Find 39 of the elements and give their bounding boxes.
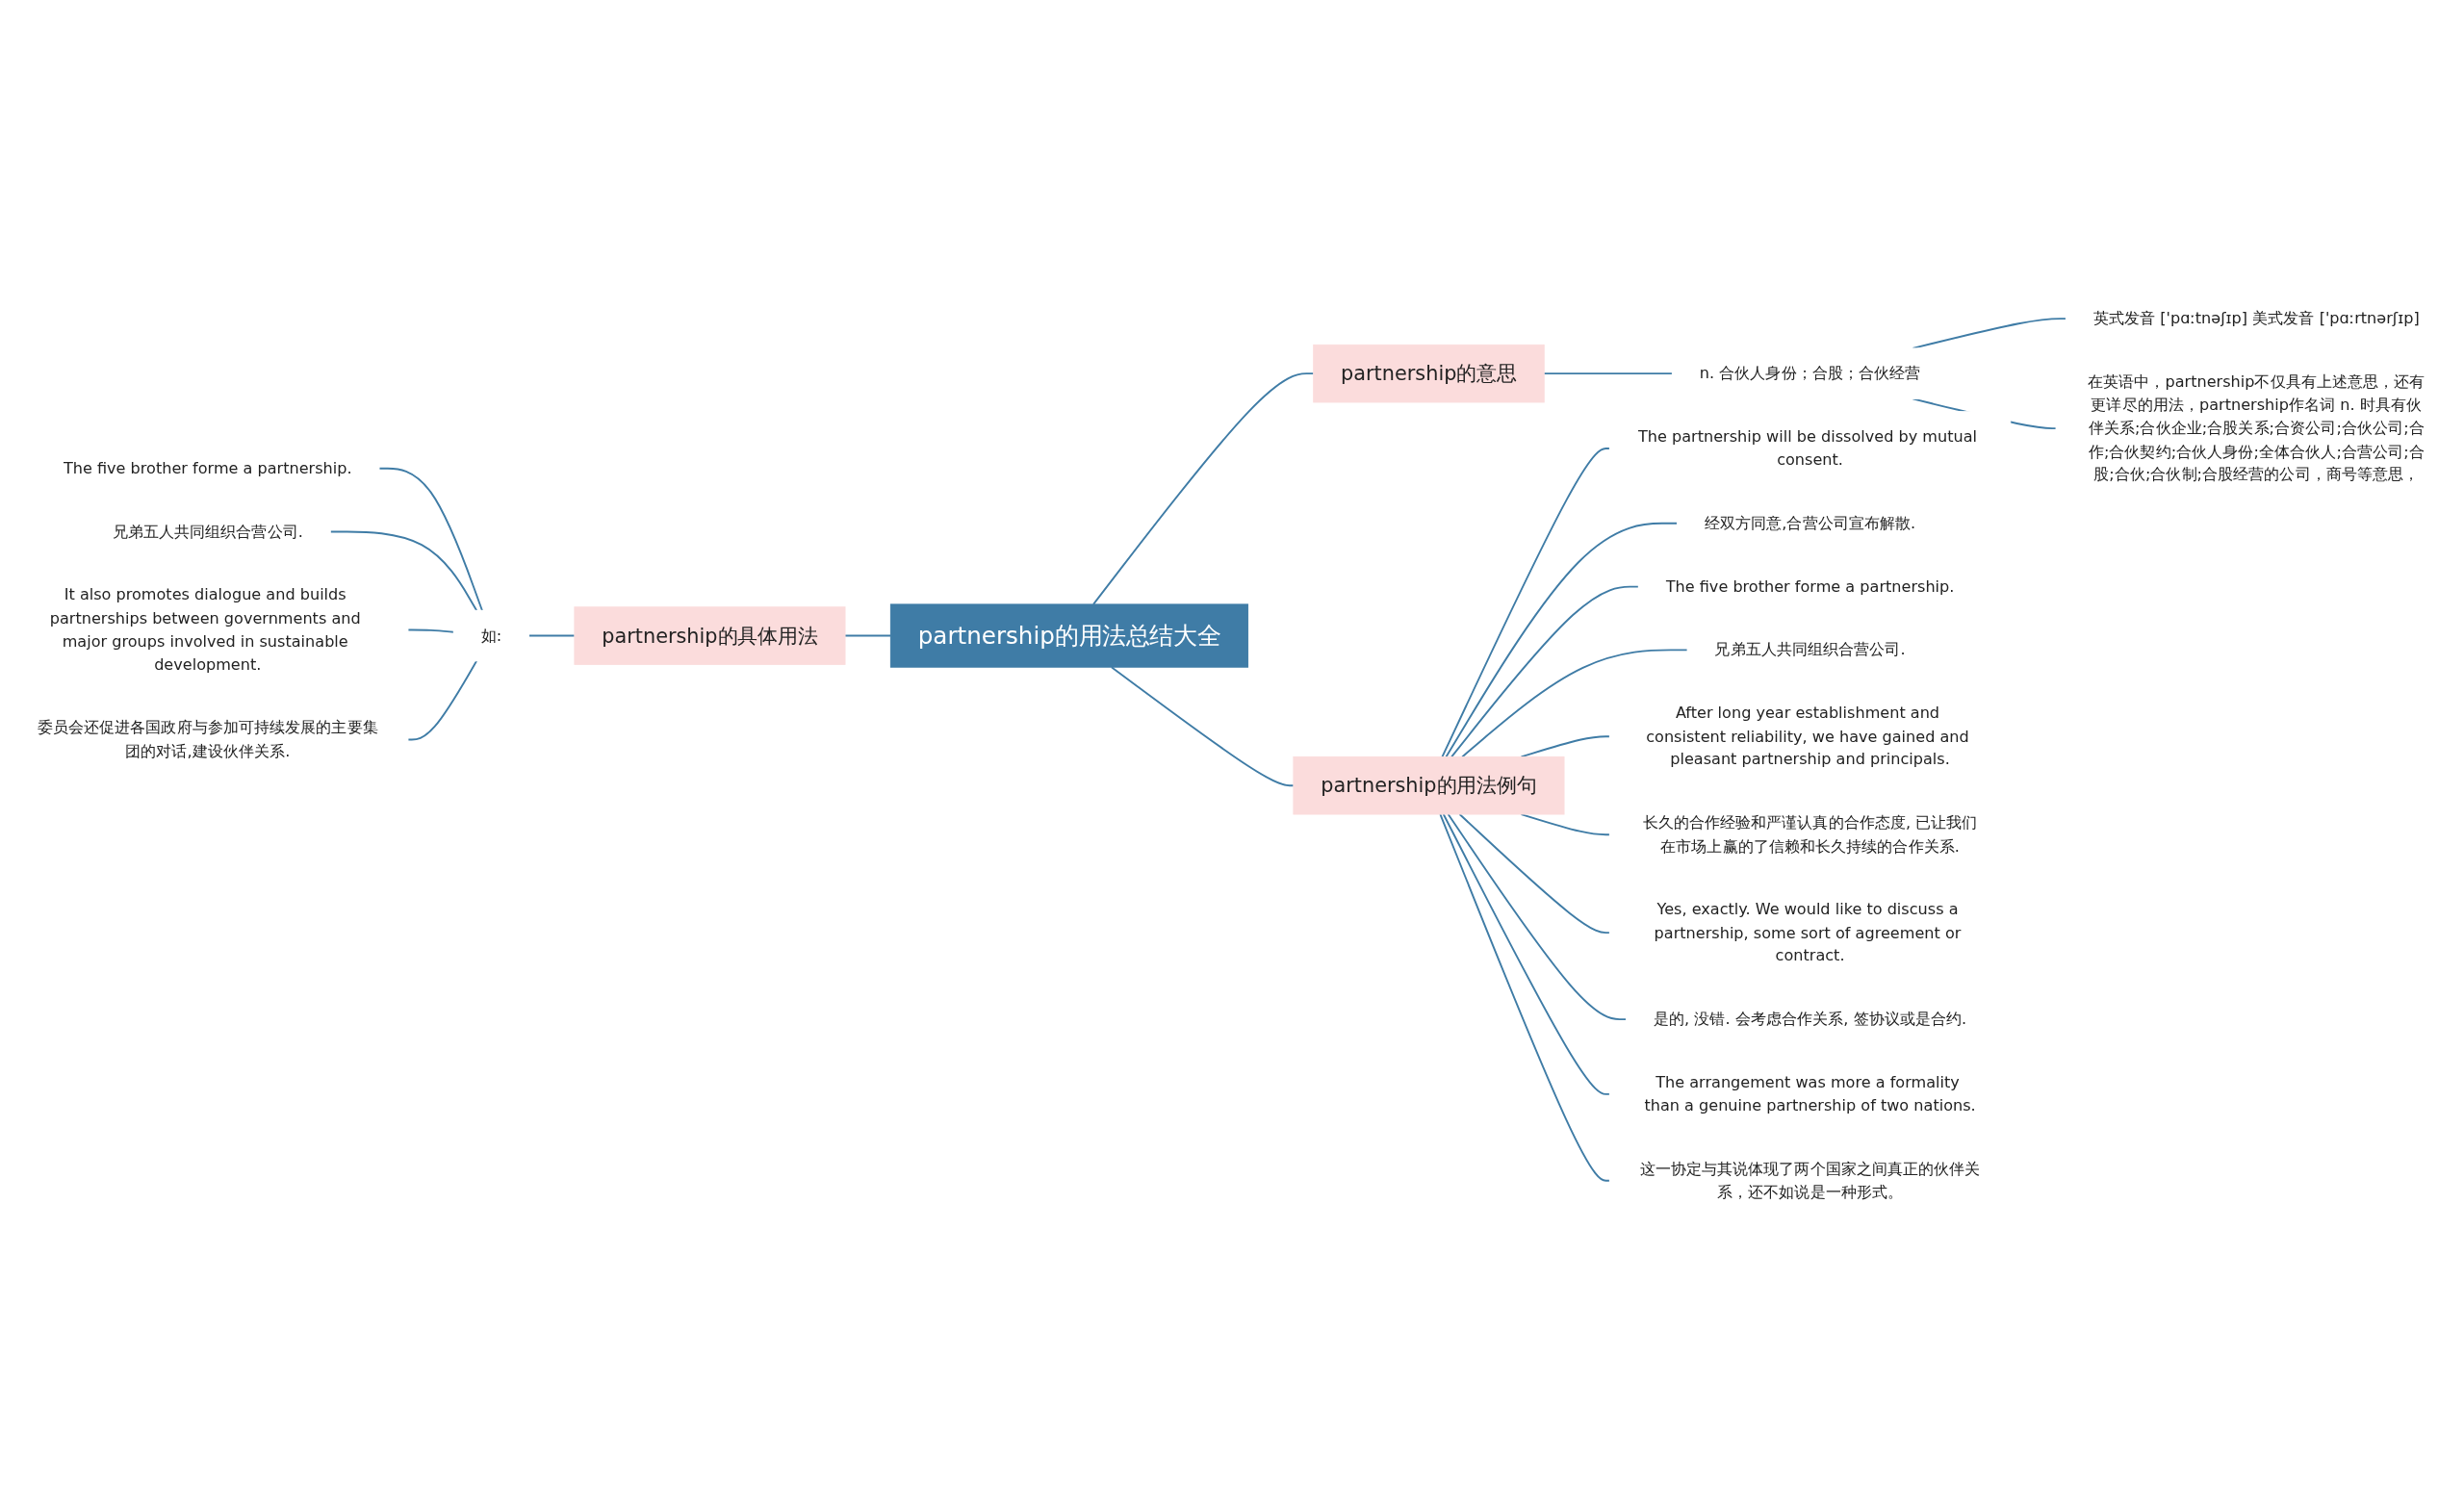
node-text: 兄弟五人共同组织合营公司. (1714, 640, 1906, 659)
connector (1110, 666, 1295, 787)
node-text: After long year establishment and consistent reliability, we have gained and pleasant partnership and principals. (1646, 703, 1969, 769)
node-text: 如: (480, 626, 502, 645)
connector (407, 628, 455, 633)
node-text: 英式发音 ['pɑːtnəʃɪp] 美式发音 ['pɑːrtnərʃɪp] (2092, 308, 2420, 327)
connector (1441, 448, 1611, 758)
connector (329, 530, 478, 612)
node-text: 兄弟五人共同组织合营公司. (112, 522, 303, 541)
node-text: The arrangement was more a formality than a genuine partnership of two nations. (1644, 1072, 1976, 1114)
node-text: The five brother forme a partnership. (1665, 576, 1955, 596)
node-box: partnership的用法例句 (1293, 756, 1565, 815)
connector (1092, 372, 1315, 605)
connector (1520, 735, 1611, 758)
node-text: 在英语中，partnership不仅具有上述意思，还有更详尽的用法，partnership作名词 n. 时具有伙伴关系;合伙企业;合股关系;合资公司;合伙公司;合作;合伙契约;合伙人身份;全体合伙人;合营公司;合股;合伙;合伙制;合股经营的公司，商号等意思， (2088, 371, 2426, 484)
node-text: 委员会还促进各国政府与参加可持续发展的主要集团的对话,建设伙伴关系. (37, 718, 378, 760)
node-text: 这一协定与其说体现了两个国家之间真正的伙伴关系，还不如说是一种形式。 (1639, 1159, 1981, 1201)
node-text: 长久的合作经验和严谨认真的合作态度, 已让我们在市场上赢的了信赖和长久持续的合作关系. (1642, 812, 1978, 856)
connector (1445, 522, 1679, 758)
connector (407, 659, 478, 741)
node-text: The five brother forme a partnership. (63, 458, 352, 477)
connector (1447, 813, 1628, 1021)
connector (844, 634, 892, 637)
node-text: 是的, 没错. 会考虑合作关系, 签协议或是合约. (1653, 1009, 1967, 1028)
node-box: partnership的用法总结大全 (889, 603, 1249, 668)
connector (1543, 372, 1674, 375)
connector (1461, 649, 1689, 758)
node-text: It also promotes dialogue and builds partnerships between governments and major groups involved in sustainable development. (49, 585, 361, 674)
connector (1439, 813, 1611, 1182)
node-text: n. 合伙人身份；合股；合伙经营 (1699, 363, 1921, 382)
connector (1442, 813, 1611, 1095)
connector (378, 467, 483, 612)
node-box: partnership的具体用法 (574, 606, 846, 665)
node-text: Yes, exactly. We would like to discuss a partnership, some sort of agreement or contract. (1654, 899, 1962, 965)
connector (1450, 585, 1640, 758)
connector (527, 634, 576, 637)
node-box: partnership的意思 (1313, 344, 1545, 403)
node-text: 经双方同意,合营公司宣布解散. (1704, 513, 1916, 532)
connector (1458, 813, 1611, 935)
